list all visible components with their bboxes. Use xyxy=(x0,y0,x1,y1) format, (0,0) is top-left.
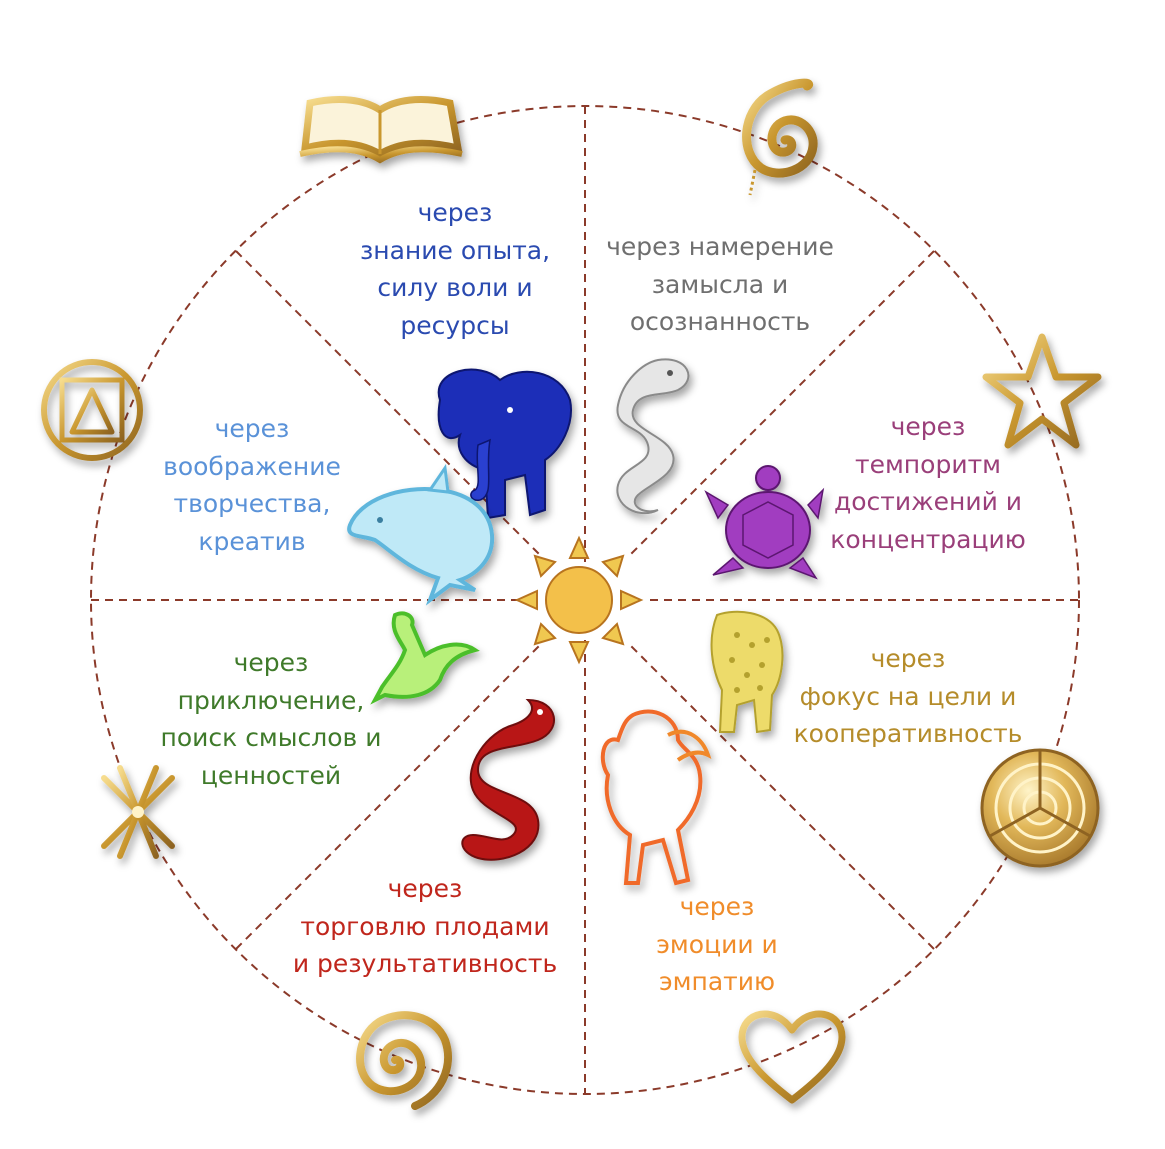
label-line: творчества, xyxy=(173,489,331,518)
label-line: поиск смыслов и xyxy=(160,723,382,752)
label-line: эмоции и xyxy=(656,929,778,959)
label-line: ресурсы xyxy=(400,310,510,340)
label-line: через намерение xyxy=(606,232,834,261)
label-line: через xyxy=(214,414,290,443)
label-line: приключение, xyxy=(177,685,365,715)
triangle-square-icon xyxy=(41,359,143,461)
label-trade: через торговлю плодами и результативност… xyxy=(293,870,557,983)
heart-icon xyxy=(738,1010,846,1104)
label-knowledge: через знание опыта, силу воли и ресурсы xyxy=(360,194,550,344)
divider-diag-ne xyxy=(629,250,935,556)
bird-icon xyxy=(370,611,480,705)
label-line: через xyxy=(679,892,755,921)
label-line: торговлю плодами xyxy=(300,911,550,941)
label-intention: через намерение замысла и осознанность xyxy=(606,228,834,341)
label-line: фокус на цели и xyxy=(799,681,1017,711)
label-emotion: через эмоции и эмпатию xyxy=(656,888,778,1001)
sun-icon xyxy=(514,535,644,665)
label-line: концентрацию xyxy=(830,524,1026,554)
label-line: и результативность xyxy=(292,949,558,978)
label-line: темпоритм xyxy=(855,449,1001,479)
label-line: креатив xyxy=(198,526,306,556)
jaguar-icon xyxy=(710,610,784,734)
spiral-icon xyxy=(742,78,818,196)
spiral-double-icon xyxy=(356,1011,453,1110)
label-line: силу воли и xyxy=(377,273,533,302)
horse-icon xyxy=(600,709,712,886)
label-line: кооперативность xyxy=(793,719,1023,748)
label-line: знание опыта, xyxy=(359,235,551,265)
divider-diag-nw xyxy=(235,250,541,556)
label-line: замысла и xyxy=(651,269,789,299)
label-adventure: через приключение, поиск смыслов и ценно… xyxy=(161,644,382,794)
label-line: осознанность xyxy=(629,307,811,336)
label-line: через xyxy=(233,648,309,677)
label-line: воображение xyxy=(163,451,341,481)
label-line: ценностей xyxy=(200,760,342,790)
label-imagination: через воображение творчества, креатив xyxy=(163,410,341,560)
labyrinth-icon xyxy=(980,748,1100,868)
label-line: через xyxy=(417,198,493,227)
label-line: через xyxy=(890,412,966,441)
dolphin-icon xyxy=(347,463,495,606)
divider-diag-se xyxy=(629,644,935,950)
label-line: через xyxy=(387,874,463,903)
sector-dividers xyxy=(91,106,1079,1094)
star-icon xyxy=(982,333,1102,449)
asterisk-icon xyxy=(87,761,189,863)
divider-diag-sw xyxy=(235,644,541,950)
label-tempo: через темпоритм достижений и концентраци… xyxy=(830,408,1026,558)
dragon-red-icon xyxy=(461,698,555,861)
elephant-icon xyxy=(437,368,572,520)
label-focus: через фокус на цели и кооперативность xyxy=(794,640,1023,753)
label-line: через xyxy=(870,644,946,673)
book-icon xyxy=(299,95,463,164)
turtle-icon xyxy=(704,465,825,580)
label-line: достижений и xyxy=(833,487,1023,516)
dragon-white-icon xyxy=(616,358,690,515)
label-line: эмпатию xyxy=(658,967,776,996)
